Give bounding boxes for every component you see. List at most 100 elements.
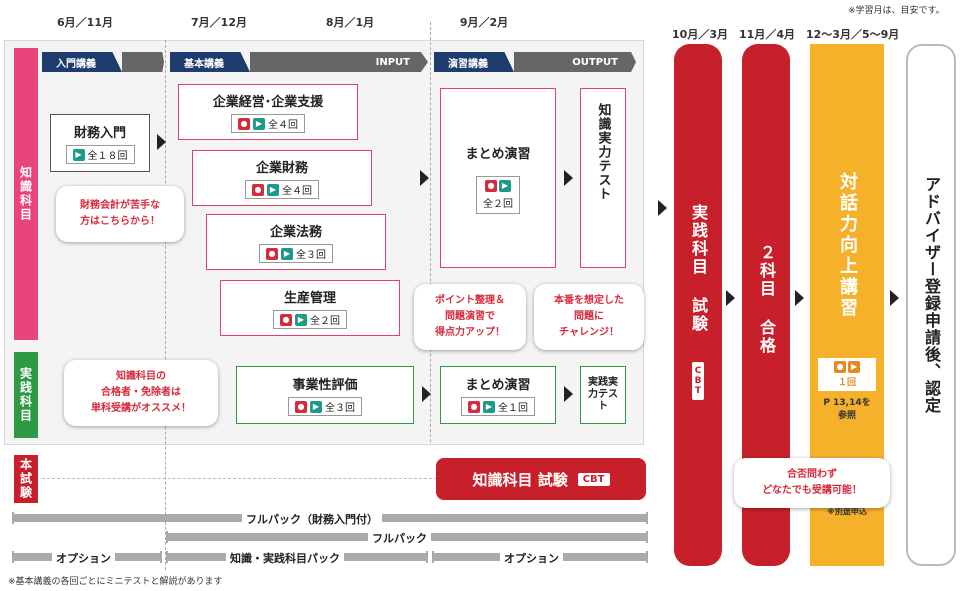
web-lecture-icon: ▶ [848,361,860,373]
classroom-icon: ● [834,361,846,373]
column-taiwa-ref: P 13,14を 参照 [823,398,871,421]
course-jigyo-hyoka-pill: ● ▶ 全３回 [288,397,362,416]
bar-tick [426,551,428,563]
bar-option-1-label: オプション [52,550,115,566]
footnote: ※基本講義の各回ごとにミニテストと解説があります [8,577,223,587]
callout-anyone: 合否問わず どなたでも受講可能！ [734,458,890,508]
callout-point: ポイント整理＆ 問題演習で 得点力アップ！ [414,284,526,350]
divider-1 [165,40,166,570]
column-register: アドバイザー登録申請後、認定 [906,44,956,566]
course-zaimu-nyumon-count: 全１８回 [87,151,128,162]
month-3: 8月／1月 [325,16,375,29]
exam-bar-label: 知識科目 試験 [472,470,568,489]
course-kigyo-zaimu[interactable]: 企業財務 ● ▶ 全４回 [192,150,372,206]
bar-pack-label: 知識・実践科目パック [226,550,344,566]
column-pass-label: ２科目 合格 [757,244,776,355]
course-jigyo-hyoka-count: 全３回 [325,403,355,414]
banner-practice: 演習講義 OUTPUT [434,52,636,72]
course-matome-1-count: 全２回 [483,198,513,210]
classroom-icon: ● [252,183,264,196]
arrow-right-icon [422,386,431,402]
course-kigyo-keiei-pill: ● ▶ 全４回 [231,114,305,133]
top-note: ※学習月は、目安です。 [848,6,945,16]
column-register-label: アドバイザー登録申請後、認定 [922,176,941,414]
course-kigyo-keiei-count: 全４回 [268,120,298,131]
banner-input: INPUT [250,52,428,72]
course-matome-2[interactable]: まとめ演習 ● ▶ 全１回 [440,366,556,424]
callout-zaimu: 財務会計が苦手な 方はこちらから！ [56,186,184,242]
classroom-icon: ● [295,400,307,413]
classroom-icon: ● [468,400,480,413]
course-jigyo-hyoka[interactable]: 事業性評価 ● ▶ 全３回 [236,366,414,424]
bar-tick [646,531,648,543]
course-chishiki-test[interactable]: 知識実力テスト [580,88,626,268]
banner-intro: 入門講義 [42,52,164,72]
exam-bar: 知識科目 試験 CBT [436,458,646,500]
column-jissen-exam-label: 実践科目 試験 [689,204,708,333]
month-2: 7月／12月 [191,16,247,29]
arrow-right-icon [658,200,667,216]
course-zaimu-nyumon[interactable]: 財務入門 ▶ 全１８回 [50,114,150,172]
divider-2 [430,22,431,442]
web-lecture-icon: ▶ [267,183,279,196]
exam-bar-badge: CBT [577,472,610,486]
column-jissen-exam-badge: CBT [692,362,704,400]
course-kigyo-homu-count: 全３回 [296,250,326,261]
web-lecture-icon: ▶ [72,148,85,161]
course-matome-2-title: まとめ演習 [465,378,531,393]
course-kigyo-homu[interactable]: 企業法務 ● ▶ 全３回 [206,214,386,270]
column-jissen-exam: 実践科目 試験 CBT [674,44,722,566]
banner-basic-label: 基本講義 [170,52,250,72]
course-jissen-test[interactable]: 実践実力テスト [580,366,626,424]
course-matome-2-count: 全１回 [498,403,528,414]
course-zaimu-nyumon-title: 財務入門 [73,126,126,141]
course-matome-1[interactable]: まとめ演習 ● ▶ 全２回 [440,88,556,268]
classroom-icon: ● [266,247,278,260]
course-kigyo-zaimu-pill: ● ▶ 全４回 [245,180,319,199]
banner-intro-label: 入門講義 [42,52,122,72]
callout-honban-text: 本番を想定した 問題に チャレンジ！ [554,295,624,338]
course-kigyo-keiei-title: 企業経営･企業支援 [212,95,324,110]
course-kigyo-zaimu-title: 企業財務 [255,161,308,176]
bar-tick [160,551,162,563]
column-taiwa-note: ※別途申込 [827,507,867,517]
course-kigyo-homu-title: 企業法務 [269,225,322,240]
banner-intro-body [122,52,164,72]
classroom-icon: ● [485,179,497,192]
web-lecture-icon: ▶ [483,400,495,413]
web-lecture-icon: ▶ [281,247,293,260]
course-jigyo-hyoka-title: 事業性評価 [292,378,358,393]
exam-row-line [42,478,437,479]
course-seisan-kanri-title: 生産管理 [283,291,336,306]
course-chishiki-test-title: 知識実力テスト [595,103,611,201]
web-lecture-icon: ▶ [295,313,307,326]
arrow-right-icon [890,290,899,306]
month-6: 11月／4月 [739,28,795,41]
banner-basic: 基本講義 INPUT [170,52,428,72]
bar-tick [646,512,648,524]
course-seisan-kanri-pill: ● ▶ 全２回 [273,310,347,329]
banner-output: OUTPUT [514,52,636,72]
course-kigyo-keiei[interactable]: 企業経営･企業支援 ● ▶ 全４回 [178,84,358,140]
column-taiwa-label: 対話力向上講習 [837,172,858,319]
callout-point-text: ポイント整理＆ 問題演習で 得点力アップ！ [435,295,505,338]
sidebar-practice: 実践科目 [14,352,38,438]
arrow-right-icon [795,290,804,306]
callout-gokaku: 知識科目の 合格者・免除者は 単科受講がオススメ！ [64,360,218,426]
web-lecture-icon: ▶ [253,117,265,130]
month-1: 6月／11月 [57,16,113,29]
arrow-right-icon [420,170,429,186]
course-seisan-kanri[interactable]: 生産管理 ● ▶ 全２回 [220,280,400,336]
arrow-right-icon [564,386,573,402]
arrow-right-icon [564,170,573,186]
callout-zaimu-text: 財務会計が苦手な 方はこちらから！ [80,200,160,227]
course-matome-1-title: まとめ演習 [465,146,531,162]
arrow-right-icon [726,290,735,306]
bar-full-label: フルパック [368,530,431,546]
course-kigyo-zaimu-count: 全４回 [282,186,312,197]
sidebar-knowledge: 知識科目 [14,48,38,340]
course-kigyo-homu-pill: ● ▶ 全３回 [259,244,333,263]
bar-full-zaimu-label: フルパック（財務入門付） [242,511,382,527]
callout-anyone-text: 合否問わず どなたでも受講可能！ [762,469,862,496]
month-5: 10月／3月 [672,28,728,41]
